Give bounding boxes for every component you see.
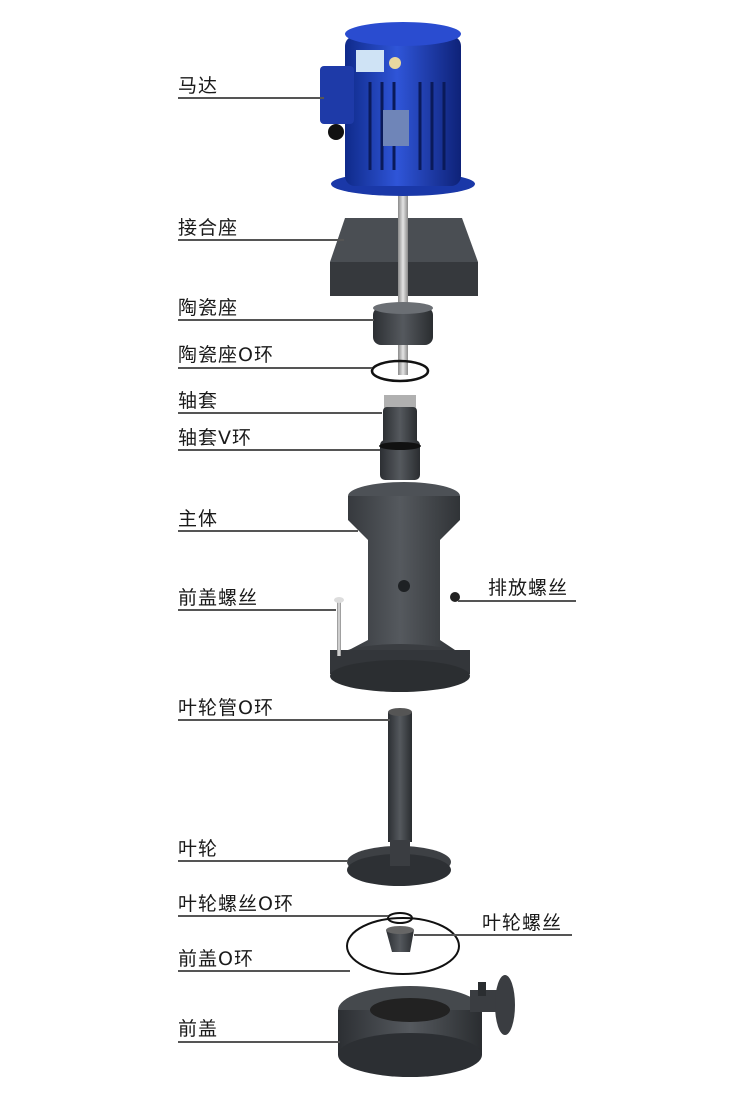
impeller-part <box>347 708 451 886</box>
label-ceramic-seat-oring: 陶瓷座O环 <box>178 344 274 366</box>
label-front-cover-oring: 前盖O环 <box>178 948 254 970</box>
leader-line-impeller-screw-oring <box>178 915 388 917</box>
ceramic-seat-oring-part <box>370 359 430 383</box>
label-front-cover-screw: 前盖螺丝 <box>178 587 259 609</box>
leader-line-impeller-tube-oring <box>178 719 390 721</box>
motor-part <box>320 22 475 290</box>
leader-line-front-cover <box>178 1041 340 1043</box>
label-impeller-screw: 叶轮螺丝 <box>482 912 563 934</box>
leader-line-shaft-sleeve-vring <box>178 449 380 451</box>
front-cover-oring-part <box>346 917 460 975</box>
leader-line-ceramic-seat <box>178 319 374 321</box>
coupling-seat-part <box>330 200 478 320</box>
leader-line-shaft-sleeve <box>178 412 382 414</box>
leader-line-motor <box>178 97 324 99</box>
leader-line-ceramic-seat-oring <box>178 367 372 369</box>
leader-line-impeller-screw <box>414 934 572 936</box>
leader-line-front-cover-screw <box>178 609 336 611</box>
main-body-part <box>330 482 470 692</box>
label-front-cover: 前盖 <box>178 1018 219 1040</box>
leader-line-front-cover-oring <box>178 970 350 972</box>
label-impeller: 叶轮 <box>178 838 219 860</box>
shaft-sleeve-part <box>379 395 421 480</box>
label-impeller-tube-oring: 叶轮管O环 <box>178 697 274 719</box>
label-main-body: 主体 <box>178 508 219 530</box>
leader-line-impeller <box>178 860 348 862</box>
leader-line-drain-screw <box>458 600 576 602</box>
label-shaft-sleeve-vring: 轴套V环 <box>178 427 252 449</box>
label-drain-screw: 排放螺丝 <box>488 577 569 599</box>
label-ceramic-seat: 陶瓷座 <box>178 297 239 319</box>
leader-line-main-body <box>178 530 358 532</box>
label-shaft-sleeve: 轴套 <box>178 390 219 412</box>
front-cover-part <box>338 975 515 1077</box>
leader-line-coupling-seat <box>178 239 344 241</box>
label-coupling-seat: 接合座 <box>178 217 239 239</box>
impeller-screw-part <box>386 926 414 952</box>
label-motor: 马达 <box>178 75 219 97</box>
label-impeller-screw-oring: 叶轮螺丝O环 <box>178 893 294 915</box>
